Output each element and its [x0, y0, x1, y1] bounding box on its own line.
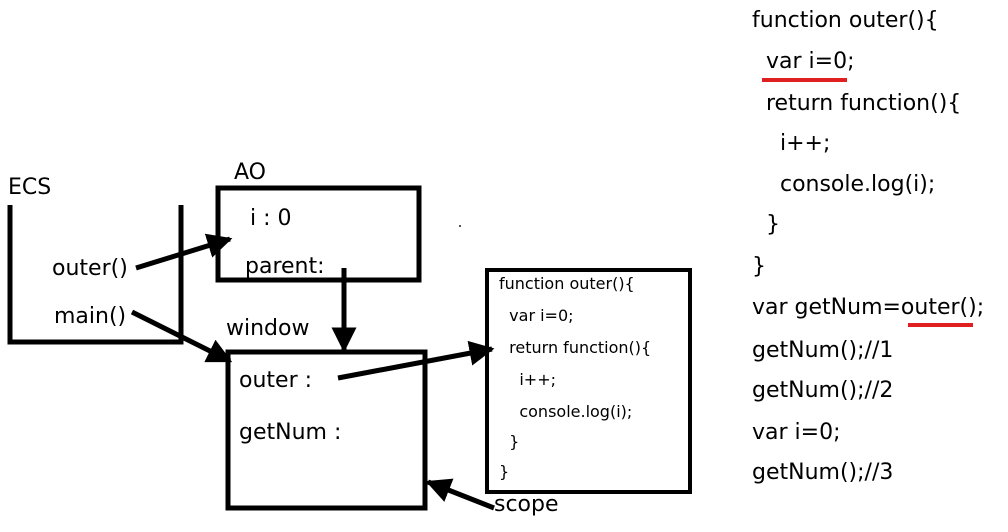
source-line: getNum();//3	[752, 460, 894, 485]
source-line: console.log(i);	[752, 172, 936, 197]
ecs-item-main: main()	[54, 304, 127, 329]
ao-label: AO	[234, 160, 266, 185]
window-label: window	[226, 316, 310, 341]
source-line: var i=0;	[752, 420, 841, 445]
fn-code-line: i++;	[499, 370, 556, 389]
function-box	[485, 268, 692, 494]
ao-parent: parent:	[245, 254, 325, 279]
ecs-stack-frame	[7, 205, 184, 345]
ecs-label: ECS	[8, 175, 52, 200]
source-line: getNum();//1	[752, 338, 894, 363]
source-line: return function(){	[752, 91, 962, 116]
source-line: i++;	[752, 131, 831, 156]
source-line: }	[752, 254, 766, 279]
fn-code-line: return function(){	[499, 338, 652, 357]
fn-code-line: var i=0;	[499, 306, 574, 325]
arrow-main-to-window	[130, 309, 233, 364]
source-line: getNum();//2	[752, 378, 894, 403]
fn-code-line: }	[499, 462, 510, 481]
arrow-scope-to-window	[425, 478, 495, 511]
fn-code-line: function outer(){	[499, 274, 635, 293]
source-line: var i=0;	[752, 49, 855, 74]
arrow-outer-to-ao	[135, 233, 233, 271]
arrow-outer-to-function	[337, 340, 495, 381]
window-box	[225, 349, 428, 511]
source-line: function outer(){	[752, 8, 939, 33]
source-line: }	[752, 212, 780, 237]
fn-code-line: console.log(i);	[499, 402, 633, 421]
fn-code-line: }	[499, 432, 520, 451]
stray-dot	[459, 225, 461, 227]
ecs-item-outer: outer()	[52, 256, 128, 281]
ao-i-value: i : 0	[250, 206, 292, 231]
window-getnum: getNum :	[239, 420, 342, 445]
window-outer: outer :	[239, 368, 313, 393]
source-line: var getNum=outer();	[752, 295, 985, 320]
scope-label: scope	[494, 492, 559, 517]
